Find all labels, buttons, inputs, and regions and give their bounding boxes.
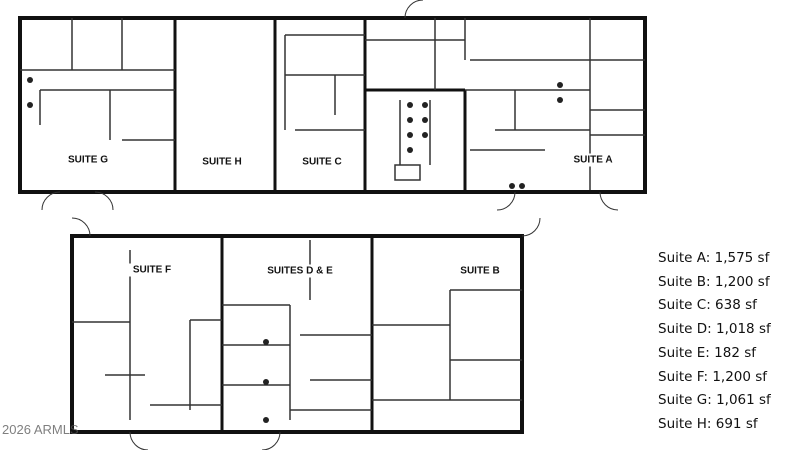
legend-item: Suite H: 691 sf: [658, 415, 758, 432]
top-building-outline: [18, 16, 647, 194]
legend-item: Suite A: 1,575 sf: [658, 250, 770, 266]
suite-c-label: SUITE C: [298, 155, 346, 169]
suite-a-label: SUITE A: [569, 153, 617, 167]
suite-h-label: SUITE H: [198, 155, 246, 169]
square-footage-legend: Suite A: 1,575 sf Suite B: 1,200 sf Suit…: [658, 247, 771, 437]
suite-f-label: SUITE F: [128, 263, 176, 277]
legend-item: Suite C: 638 sf: [658, 297, 757, 314]
legend-item: Suite B: 1,200 sf: [658, 273, 770, 290]
watermark: 2026 ARMLS: [2, 422, 79, 437]
suite-de-label: SUITES D & E: [263, 264, 337, 278]
suite-g-label: SUITE G: [63, 153, 113, 167]
legend-item: Suite D: 1,018 sf: [658, 321, 771, 338]
legend-item: Suite G: 1,061 sf: [658, 392, 771, 409]
suite-b-label: SUITE B: [456, 264, 504, 278]
legend-item: Suite E: 182 sf: [658, 344, 756, 361]
legend-item: Suite F: 1,200 sf: [658, 368, 768, 385]
bottom-building-outline: [70, 234, 524, 434]
